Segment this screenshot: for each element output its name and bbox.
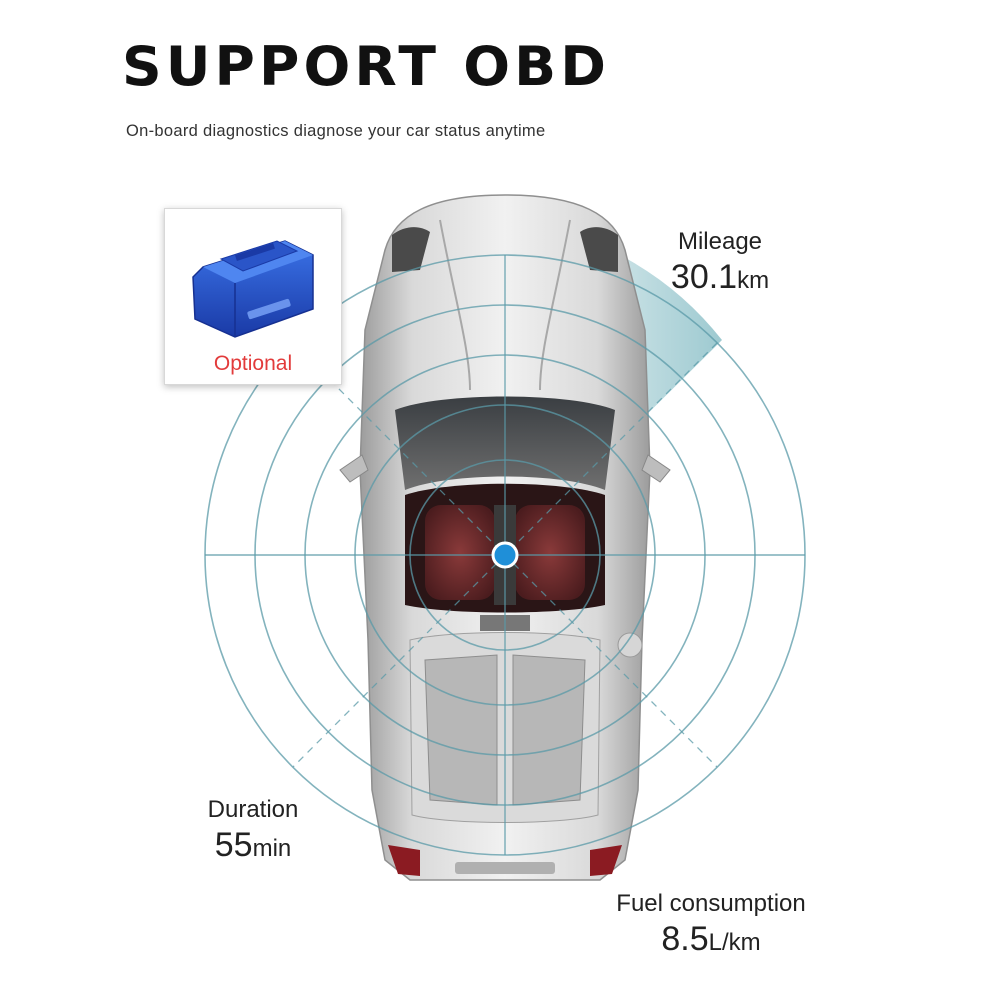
fuel-number: 8.5: [661, 920, 709, 958]
mileage-number: 30.1: [670, 258, 738, 296]
obd2-adapter-icon: [192, 240, 314, 338]
optional-label: Optional: [213, 352, 293, 375]
center-dot: [491, 541, 519, 569]
page-title: SUPPORT OBD: [122, 35, 611, 98]
mileage-value: 30.1km: [660, 260, 780, 294]
duration-number: 55: [214, 826, 253, 864]
mileage-unit: km: [737, 267, 770, 294]
mileage-stat: Mileage 30.1km: [660, 228, 780, 295]
duration-unit: min: [252, 835, 292, 862]
duration-stat: Duration 55min: [193, 796, 313, 863]
mileage-label: Mileage: [677, 228, 763, 255]
duration-label: Duration: [207, 796, 299, 823]
fuel-value: 8.5L/km: [596, 922, 826, 956]
duration-value: 55min: [193, 828, 313, 862]
fuel-unit: L/km: [708, 929, 761, 956]
page-subtitle: On-board diagnostics diagnose your car s…: [126, 122, 546, 140]
fuel-label: Fuel consumption: [616, 890, 806, 917]
obd-adapter-card: Optional: [164, 208, 342, 385]
fuel-stat: Fuel consumption 8.5L/km: [596, 890, 826, 957]
